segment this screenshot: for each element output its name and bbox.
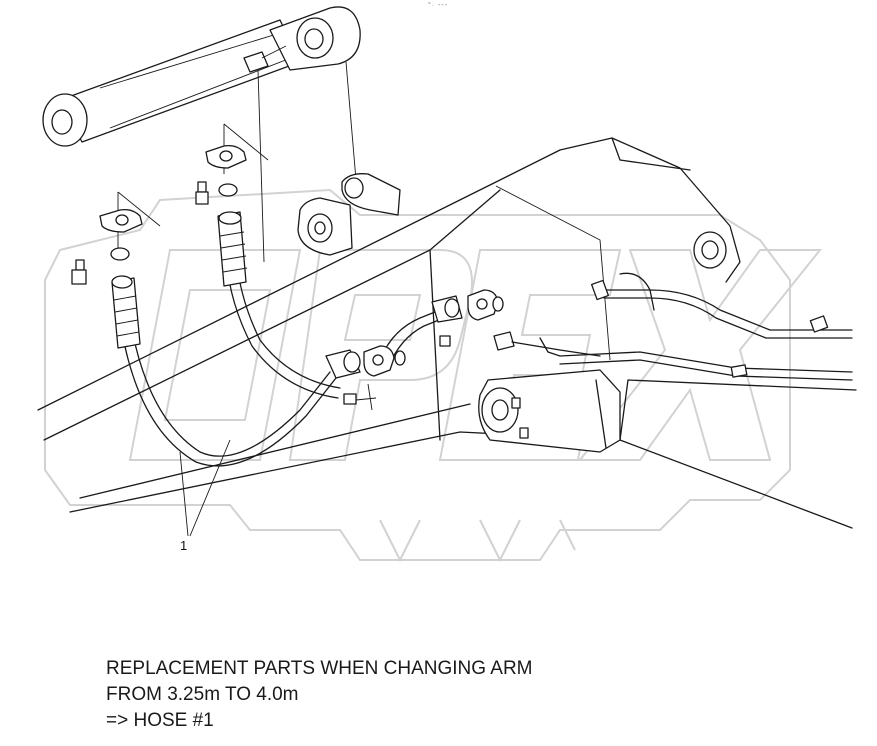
hose-1-assembly xyxy=(111,211,445,467)
boom-arm xyxy=(37,137,857,529)
notes-line-1: REPLACEMENT PARTS WHEN CHANGING ARM xyxy=(106,658,533,679)
notes-line-3: => HOSE #1 xyxy=(106,710,214,731)
boom-bracket xyxy=(297,173,401,256)
corner-mark: °· --- xyxy=(428,2,449,9)
replacement-notes: REPLACEMENT PARTS WHEN CHANGING ARM FROM… xyxy=(106,656,533,734)
flange-set-lower xyxy=(71,208,143,285)
callout-label-1: 1 xyxy=(180,538,188,553)
notes-line-2: FROM 3.25m TO 4.0m xyxy=(106,684,299,705)
watermark-gear xyxy=(44,188,791,563)
callout-leaders xyxy=(179,439,231,537)
flange-set-right xyxy=(325,289,601,411)
flange-set-upper xyxy=(195,144,247,205)
steel-pipes xyxy=(559,272,853,381)
boom-cylinder xyxy=(42,6,361,147)
hydraulic-hose-diagram xyxy=(37,6,857,563)
arm-end xyxy=(478,369,621,453)
